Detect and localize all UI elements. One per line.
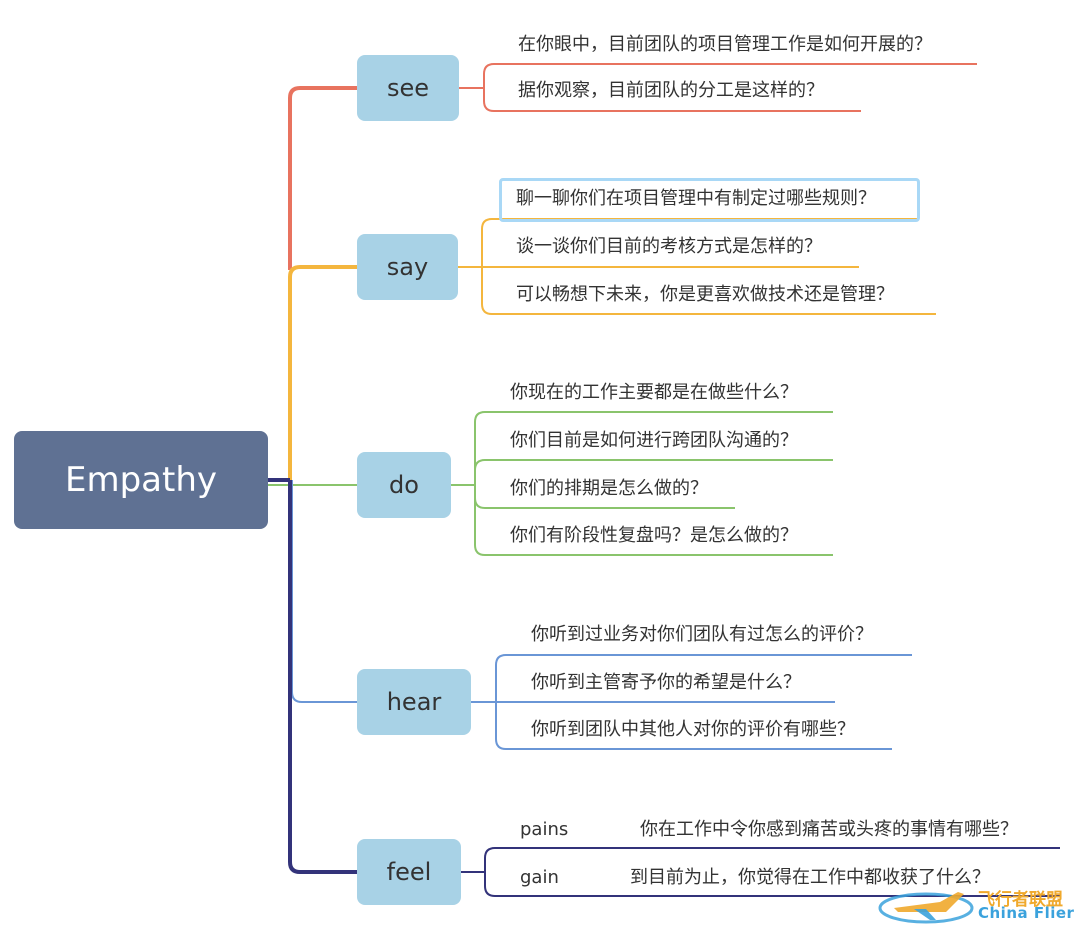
subtopic-hear-1[interactable]: 你听到主管寄予你的希望是什么？: [531, 672, 801, 693]
central-topic[interactable]: Empathy: [14, 431, 268, 529]
topic-say[interactable]: say: [357, 234, 458, 300]
subtopic-do-2[interactable]: 你们的排期是怎么做的？: [510, 478, 708, 499]
watermark: 飞行者联盟 China Flier: [876, 882, 1076, 932]
connector-feel-leaf-0: [484, 847, 1060, 872]
connector-feel-leaf-1: [484, 872, 1060, 897]
watermark-cn: 飞行者联盟: [978, 890, 1063, 910]
connector-feel: [288, 480, 357, 874]
connector-see-leaf-1: [483, 88, 861, 112]
subtopic-say-1[interactable]: 谈一谈你们目前的考核方式是怎样的？: [516, 236, 822, 257]
connector-hear: [291, 480, 357, 703]
subtopic-hear-2[interactable]: 你听到团队中其他人对你的评价有哪些？: [531, 719, 855, 740]
connector-say: [288, 265, 357, 480]
subtopic-do-1[interactable]: 你们目前是如何进行跨团队沟通的？: [510, 430, 798, 451]
airplane-logo-icon: [878, 892, 974, 924]
topic-do[interactable]: do: [357, 452, 451, 518]
subtopic-see-1[interactable]: 据你观察，目前团队的分工是这样的？: [518, 80, 824, 101]
connector-see: [288, 86, 357, 270]
subtopic-feel-gain-text[interactable]: 到目前为止，你觉得在工作中都收获了什么？: [630, 867, 990, 888]
connector-say-leaf-0: [481, 218, 919, 267]
topic-hear[interactable]: hear: [357, 669, 471, 735]
connector-hear-leaf-0: [495, 654, 912, 702]
subtopic-say-0[interactable]: 聊一聊你们在项目管理中有制定过哪些规则？: [516, 188, 876, 209]
connector-do-leaf-0: [474, 411, 833, 485]
connector-hear-leaf-2: [495, 702, 892, 750]
topic-feel[interactable]: feel: [357, 839, 461, 905]
subtopic-feel-pains-label[interactable]: pains: [520, 819, 569, 840]
subtopic-feel-gain-label[interactable]: gain: [520, 867, 559, 888]
subtopic-see-0[interactable]: 在你眼中，目前团队的项目管理工作是如何开展的？: [518, 34, 932, 55]
subtopic-do-3[interactable]: 你们有阶段性复盘吗？是怎么做的？: [510, 525, 798, 546]
connector-say-leaf-2: [481, 267, 936, 315]
connector-do-leaf-3: [474, 485, 833, 556]
connector-see-leaf-0: [483, 63, 977, 88]
subtopic-hear-0[interactable]: 你听到过业务对你们团队有过怎么的评价？: [531, 624, 873, 645]
subtopic-feel-pains-text[interactable]: 你在工作中令你感到痛苦或头疼的事情有哪些？: [640, 819, 1018, 840]
selection-highlight: [499, 178, 920, 222]
subtopic-do-0[interactable]: 你现在的工作主要都是在做些什么？: [510, 382, 798, 403]
watermark-en: China Flier: [978, 904, 1075, 922]
topic-see[interactable]: see: [357, 55, 459, 121]
subtopic-say-2[interactable]: 可以畅想下未来，你是更喜欢做技术还是管理？: [516, 284, 894, 305]
connector-do-leaf-1: [474, 459, 833, 485]
